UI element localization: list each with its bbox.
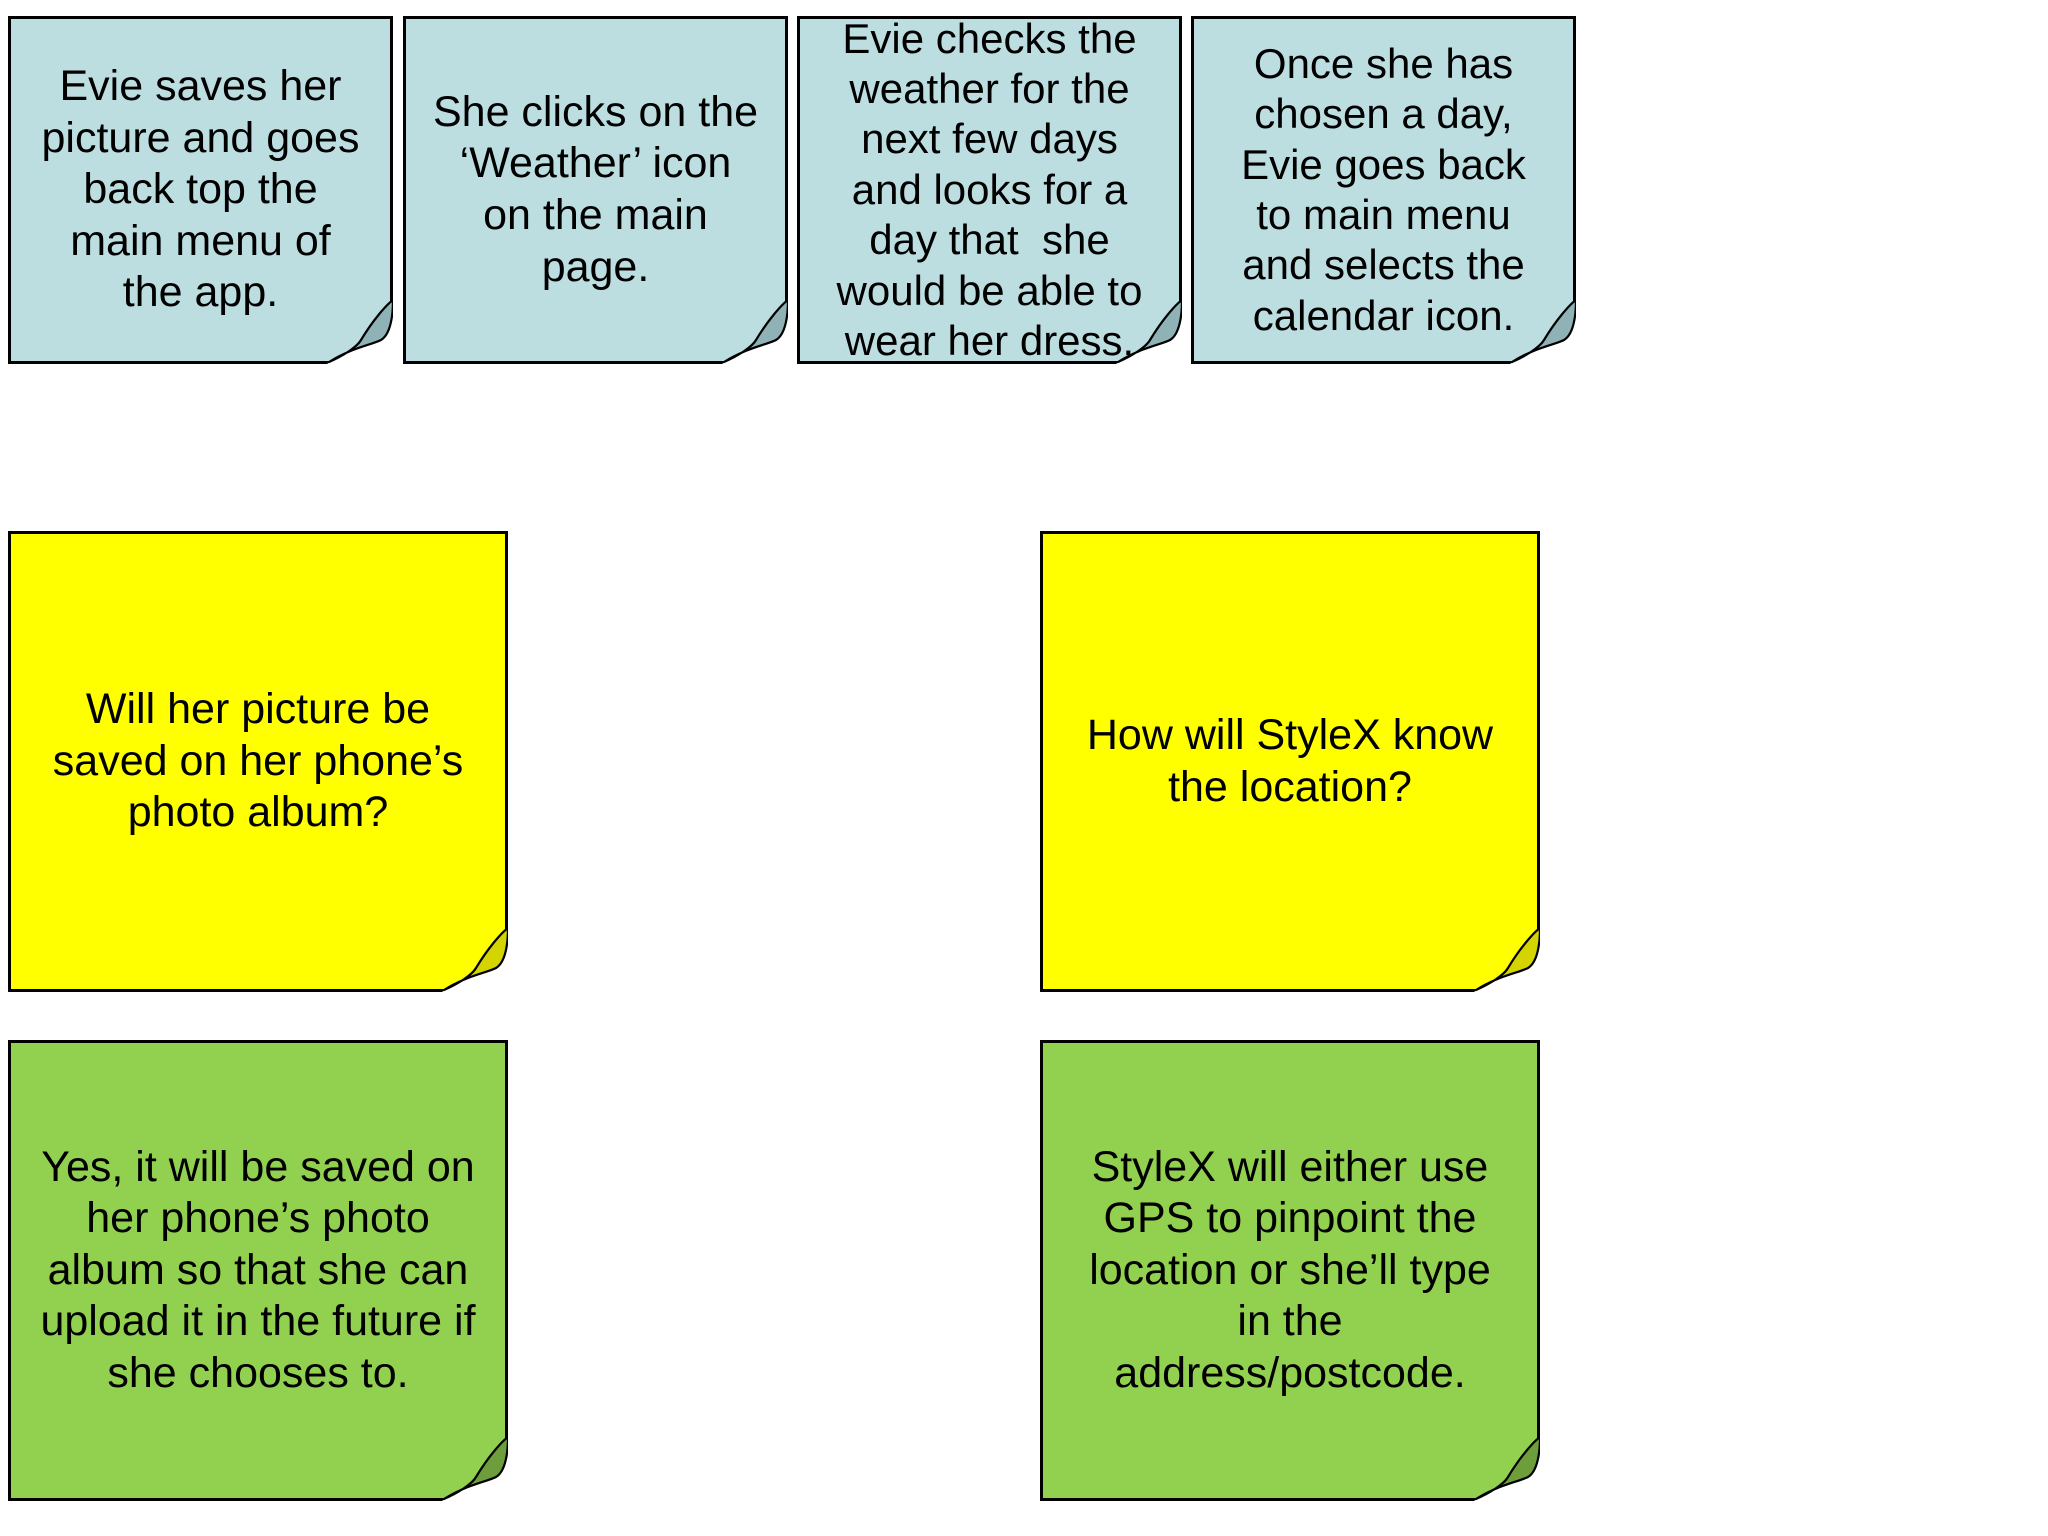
sticky-note-question-1[interactable]: Will her picture be saved on her phone’s… [8, 531, 508, 992]
sticky-note-answer-2-text: StyleX will either use GPS to pinpoint t… [1089, 1142, 1503, 1397]
sticky-note-question-1-text: Will her picture be saved on her phone’s… [52, 685, 476, 837]
sticky-note-step-4-text: Once she has chosen a day, Evie goes bac… [1241, 39, 1538, 339]
sticky-note-answer-1-text: Yes, it will be saved on her phone’s pho… [40, 1142, 488, 1397]
folded-corner-icon [442, 926, 508, 992]
sticky-note-question-2[interactable]: How will StyleX know the location? [1040, 531, 1540, 992]
folded-corner-icon [722, 298, 788, 364]
sticky-note-step-2-text: She clicks on the ‘Weather’ icon on the … [432, 87, 770, 291]
sticky-note-step-3[interactable]: Evie checks the weather for the next few… [797, 14, 1182, 364]
folded-corner-icon [442, 1435, 508, 1501]
sticky-note-question-2-text: How will StyleX know the location? [1086, 710, 1506, 811]
sticky-note-step-4[interactable]: Once she has chosen a day, Evie goes bac… [1191, 16, 1576, 364]
sticky-note-answer-1[interactable]: Yes, it will be saved on her phone’s pho… [8, 1040, 508, 1501]
sticky-note-step-1-text: Evie saves her picture and goes back top… [41, 62, 372, 317]
sticky-note-step-3-text: Evie checks the weather for the next few… [836, 14, 1155, 364]
sticky-note-step-1[interactable]: Evie saves her picture and goes back top… [8, 16, 393, 364]
sticky-note-answer-2[interactable]: StyleX will either use GPS to pinpoint t… [1040, 1040, 1540, 1501]
sticky-note-step-2[interactable]: She clicks on the ‘Weather’ icon on the … [403, 16, 788, 364]
folded-corner-icon [1474, 1435, 1540, 1501]
folded-corner-icon [1474, 926, 1540, 992]
